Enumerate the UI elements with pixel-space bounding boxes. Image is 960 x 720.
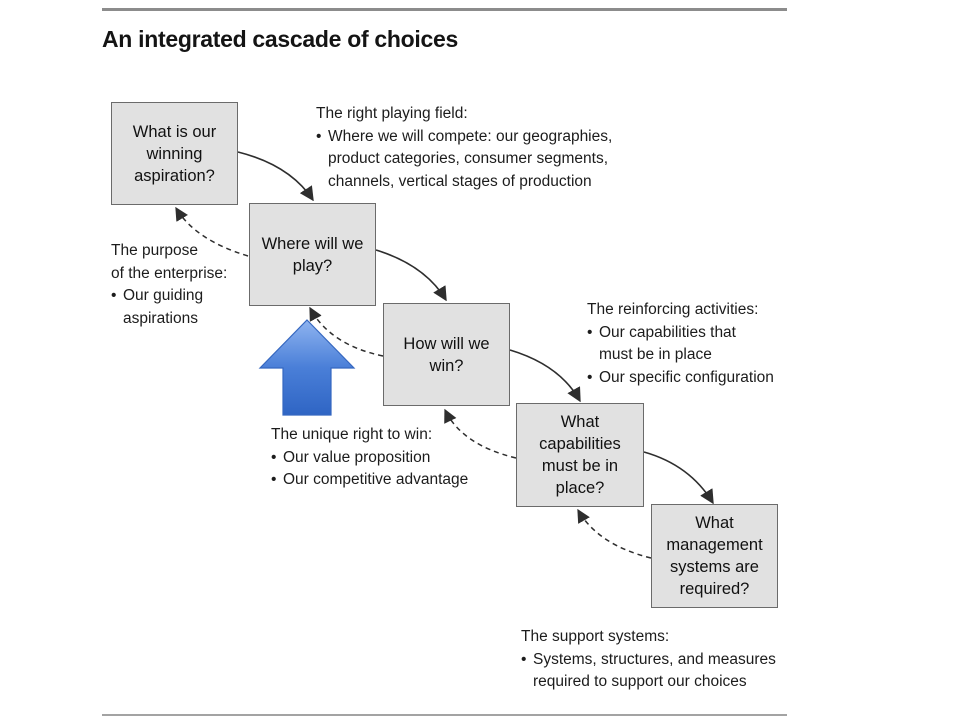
note-purpose-head: The purpose of the enterprise:: [111, 242, 228, 282]
note-reinforcing-bullet-2: Our specific configuration: [587, 367, 774, 390]
note-playing-field: The right playing field: Where we will c…: [316, 103, 612, 193]
note-unique-right: The unique right to win: Our value propo…: [271, 424, 468, 492]
feedback-play-to-aspiration: [175, 206, 249, 257]
note-support: The support systems: Systems, structures…: [521, 626, 776, 694]
top-rule: [102, 8, 787, 11]
note-reinforcing-bullet-1: Our capabilities that must be in place: [587, 322, 774, 367]
box-winning-aspiration: What is our winning aspiration?: [111, 102, 238, 205]
note-purpose: The purpose of the enterprise: Our guidi…: [111, 240, 227, 330]
note-playing-field-head: The right playing field:: [316, 105, 468, 122]
note-playing-field-bullet: Where we will compete: our geographies, …: [316, 126, 612, 194]
arrow-aspiration-to-play: [237, 151, 314, 202]
note-unique-right-head: The unique right to win:: [271, 426, 433, 443]
box-how-to-win: How will we win?: [383, 303, 510, 406]
note-unique-right-bullet-2: Our competitive advantage: [271, 469, 468, 492]
bottom-rule: [102, 714, 787, 716]
diagram-title: An integrated cascade of choices: [102, 26, 458, 52]
box-capabilities-label: What capabilities must be in place?: [539, 413, 621, 497]
box-management-systems-label: What management systems are required?: [666, 514, 763, 598]
box-where-to-play: Where will we play?: [249, 203, 376, 306]
arrow-play-to-win: [375, 249, 447, 302]
note-support-head: The support systems:: [521, 628, 670, 645]
note-support-bullet: Systems, structures, and measures requir…: [521, 649, 776, 694]
box-how-to-win-label: How will we win?: [403, 334, 490, 375]
note-reinforcing: The reinforcing activities: Our capabili…: [587, 299, 774, 389]
note-unique-right-bullet-1: Our value proposition: [271, 447, 468, 470]
feedback-systems-to-capabilities: [577, 508, 652, 559]
note-reinforcing-head: The reinforcing activities:: [587, 301, 759, 318]
note-purpose-bullet: Our guiding aspirations: [111, 285, 227, 330]
feedback-win-to-play: [309, 306, 384, 357]
box-management-systems: What management systems are required?: [651, 504, 778, 608]
feedback-capabilities-to-win: [444, 408, 517, 459]
box-winning-aspiration-label: What is our winning aspiration?: [132, 122, 217, 185]
up-arrow-icon: [258, 319, 356, 416]
box-capabilities: What capabilities must be in place?: [516, 403, 644, 507]
arrow-win-to-capabilities: [509, 349, 581, 403]
arrow-capabilities-to-systems: [643, 451, 714, 505]
box-where-to-play-label: Where will we play?: [261, 234, 364, 275]
